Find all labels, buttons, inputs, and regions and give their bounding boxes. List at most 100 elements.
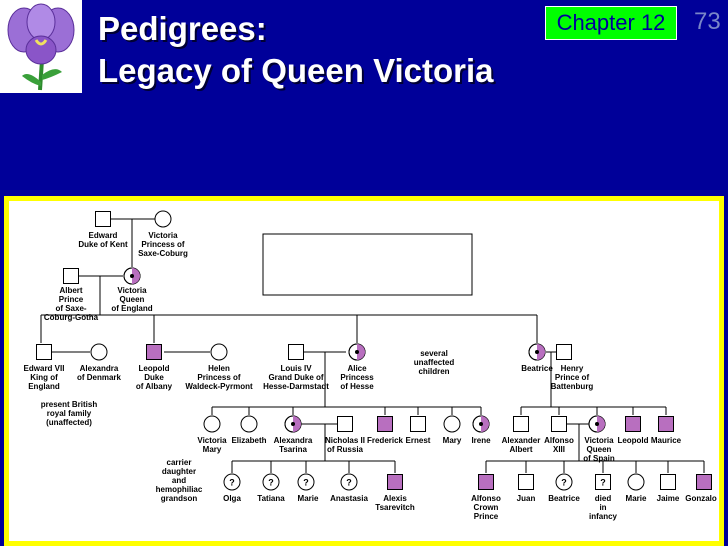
alexandra-tsarina-label-1: Alexandra (274, 436, 313, 445)
alexandra-tsarina-label-2: Tsarina (279, 445, 307, 454)
victoria-hesse-label-1: Victoria (197, 436, 227, 445)
edward-vii-label-3: England (28, 382, 60, 391)
elizabeth-hesse (240, 415, 258, 433)
henry-battenburg-label-1: Henry (561, 364, 584, 373)
albert-prince (63, 268, 79, 284)
louis-iv-hesse (288, 344, 304, 360)
victoria-princess-saxe-coburg-label-1: Victoria (148, 231, 178, 240)
note-carrier-daughter-label-1: carrier (167, 458, 192, 467)
victoria-hesse (203, 415, 221, 433)
victoria-princess-saxe-coburg (154, 210, 172, 228)
note-carrier-daughter-label-2: daughter (162, 467, 196, 476)
alexander-albert-label-2: Albert (509, 445, 532, 454)
died-in-infancy-unknown-mark: ? (600, 478, 606, 488)
mary-hesse (443, 415, 461, 433)
henry-battenburg (556, 344, 572, 360)
jaime-label-1: Jaime (657, 494, 680, 503)
iris-logo (0, 0, 82, 93)
helen-waldeck-label-2: Princess of (197, 373, 240, 382)
olga (223, 473, 241, 491)
elizabeth-hesse-label-1: Elizabeth (231, 436, 266, 445)
leopold-duke-albany (146, 344, 162, 360)
henry-battenburg-label-3: Battenburg (551, 382, 594, 391)
alexis-tsarevitch (387, 474, 403, 490)
victoria-queen-spain-label-1: Victoria (584, 436, 614, 445)
alice-princess-hesse-label-2: Princess (340, 373, 374, 382)
maria-spain-label-1: Marie (626, 494, 647, 503)
alfonso-xiii (551, 416, 567, 432)
beatrice-spain-label-1: Beatrice (548, 494, 580, 503)
ernest-hesse-label-1: Ernest (406, 436, 431, 445)
died-in-infancy-label-3: infancy (589, 512, 618, 521)
queen-victoria-label-1: Victoria (117, 286, 147, 295)
note-carrier-daughter-label-5: grandson (161, 494, 198, 503)
tatiana-label-1: Tatiana (257, 494, 285, 503)
maurice-battenburg-label-1: Maurice (651, 436, 682, 445)
edward-vii (36, 344, 52, 360)
albert-prince-label-3: of Saxe- (55, 304, 86, 313)
victoria-queen-spain-label-3: of Spain (583, 454, 615, 463)
olga-unknown-mark: ? (229, 478, 235, 488)
albert-prince-label-2: Prince (59, 295, 84, 304)
beatrice-label-1: Beatrice (521, 364, 553, 373)
victoria-princess-saxe-coburg-label-2: Princess of (141, 240, 184, 249)
tatiana-unknown-mark: ? (268, 478, 274, 488)
queen-victoria-carrier-dot (130, 274, 134, 278)
nicholas-ii-label-1: Nicholas II (325, 436, 365, 445)
frederick-hesse (377, 416, 393, 432)
henry-battenburg-label-2: Prince of (555, 373, 590, 382)
ernest-hesse (410, 416, 426, 432)
note-carrier-daughter-label-3: and (172, 476, 186, 485)
alexander-albert (513, 416, 529, 432)
albert-prince-label-4: Coburg-Gotha (44, 313, 99, 322)
title-line-1: Pedigrees: (98, 10, 267, 47)
anastasia-unknown-mark: ? (346, 478, 352, 488)
several-unaffected-children-label-3: children (418, 367, 449, 376)
leopold-duke-albany-label-3: of Albany (136, 382, 173, 391)
victoria-queen-spain-carrier-half (597, 416, 605, 432)
nicholas-ii-label-2: of Russia (327, 445, 364, 454)
louis-iv-hesse-label-1: Louis IV (280, 364, 312, 373)
queen-victoria-label-2: Queen (120, 295, 145, 304)
maria-spain (627, 473, 645, 491)
marie-unknown-mark: ? (303, 478, 309, 488)
beatrice-spain-unknown-mark: ? (561, 478, 567, 488)
leopold-duke-albany-label-2: Duke (144, 373, 164, 382)
alice-princess-hesse-carrier-half (357, 344, 365, 360)
beatrice-spain (555, 473, 573, 491)
juan (518, 474, 534, 490)
legend-box (262, 233, 473, 296)
queen-victoria-carrier-half (132, 268, 140, 284)
victoria-hesse-label-2: Mary (203, 445, 222, 454)
beatrice-carrier-half (537, 344, 545, 360)
alice-princess-hesse-label-3: of Hesse (340, 382, 374, 391)
queen-victoria-label-3: of England (111, 304, 152, 313)
olga-label-1: Olga (223, 494, 241, 503)
louis-iv-hesse-label-2: Grand Duke of (268, 373, 323, 382)
albert-prince-label-1: Albert (59, 286, 82, 295)
alexander-albert-label-1: Alexander (502, 436, 541, 445)
alfonso-crown-prince (478, 474, 494, 490)
legend (262, 233, 473, 296)
note-british-family-label-1: present British (41, 400, 98, 409)
died-in-infancy-label-1: died (595, 494, 612, 503)
alfonso-crown-prince-label-3: Prince (474, 512, 499, 521)
victoria-queen-spain-label-2: Queen (587, 445, 612, 454)
page-number: 73 (694, 8, 721, 35)
irene-hesse-label-1: Irene (471, 436, 491, 445)
alice-princess-hesse-label-1: Alice (347, 364, 367, 373)
edward-duke-of-kent (95, 211, 111, 227)
gonzalo (696, 474, 712, 490)
helen-waldeck-label-3: Waldeck-Pyrmont (185, 382, 253, 391)
several-unaffected-children-label-1: several (420, 349, 448, 358)
note-carrier-daughter-label-4: hemophiliac (156, 485, 203, 494)
frederick-hesse-label-1: Frederick (367, 436, 404, 445)
anastasia (340, 473, 358, 491)
alexandra-denmark-label-2: of Denmark (77, 373, 122, 382)
alfonso-xiii-label-2: XIII (553, 445, 565, 454)
victoria-queen-spain-carrier-dot (595, 422, 599, 426)
note-british-family-label-2: royal family (47, 409, 92, 418)
leopold-battenburg-label-1: Leopold (617, 436, 648, 445)
nicholas-ii (337, 416, 353, 432)
